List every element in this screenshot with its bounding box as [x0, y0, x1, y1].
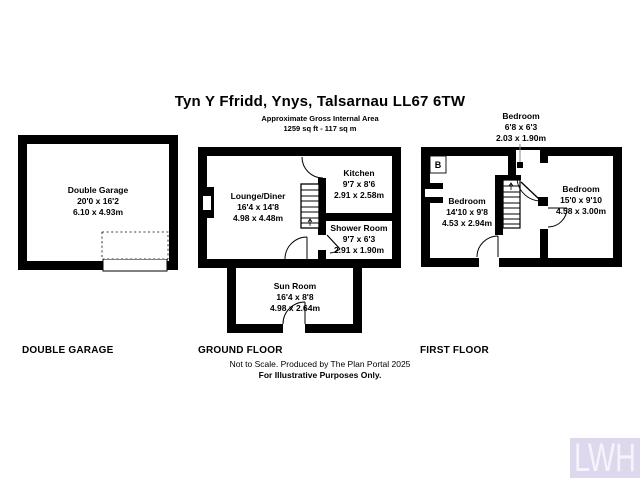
watermark-badge: LWH [570, 438, 640, 478]
room-dim-metric: 4.98 x 2.64m [269, 303, 321, 314]
room-dim-imperial: 20'0 x 16'2 [77, 196, 119, 207]
area-subtitle-line1: Approximate Gross Internal Area [261, 114, 379, 123]
room-dim-metric: 2.03 x 1.90m [495, 133, 547, 144]
room-dim-metric: 2.91 x 1.90m [333, 245, 385, 256]
shower-wall-stub [318, 250, 326, 259]
room-name: Bedroom [448, 196, 486, 206]
room-dim-metric: 4.58 x 3.00m [555, 206, 607, 217]
footer-disclaimer: Not to Scale. Produced by The Plan Porta… [229, 359, 411, 369]
watermark-text: LWH [574, 438, 636, 478]
ground-floor-plan [198, 147, 401, 333]
ground-staircase [300, 183, 320, 229]
right-bedroom-wall-upper [540, 147, 548, 163]
kitchen-door-arc [301, 156, 324, 179]
boiler-label: B [434, 160, 442, 170]
room-label-kitchen: Kitchen 9'7 x 8'6 2.91 x 2.58m [334, 168, 384, 202]
garage-dashed-area [101, 231, 169, 260]
room-dim-metric: 2.91 x 2.58m [333, 190, 385, 201]
area-subtitle-line2: 1259 sq ft - 117 sq m [283, 123, 357, 133]
room-label-sun-room: Sun Room 16'4 x 8'8 4.98 x 2.64m [270, 281, 320, 315]
landing-stub-wall [508, 156, 516, 175]
room-name: Sun Room [273, 281, 317, 291]
room-dim-imperial: 15'0 x 9'10 [560, 195, 602, 206]
room-label-bedroom-right: Bedroom 15'0 x 9'10 4.58 x 3.00m [556, 184, 606, 218]
page-title: Tyn Y Ffridd, Ynys, Talsarnau LL67 6TW [174, 93, 466, 110]
garage-door-opening [102, 258, 168, 272]
left-bedroom-door [476, 235, 499, 267]
room-name: Kitchen [343, 168, 375, 178]
floor-label-double-garage: DOUBLE GARAGE [22, 345, 114, 356]
sunroom-door [282, 301, 306, 333]
stair-top-wall [495, 175, 521, 180]
sunroom-walls [227, 259, 362, 333]
room-dim-metric: 4.98 x 4.48m [232, 213, 284, 224]
bedroom-leader-tick [517, 162, 523, 168]
footer-illustrative-note: For Illustrative Purposes Only. [258, 370, 382, 380]
room-dim-imperial: 9'7 x 6'3 [342, 234, 376, 245]
room-dim-imperial: 16'4 x 8'8 [276, 292, 314, 303]
room-name: Bedroom [502, 111, 540, 121]
stair-arrow [508, 182, 514, 190]
room-dim-metric: 6.10 x 4.93m [72, 207, 124, 218]
stair-arrow [307, 218, 313, 226]
room-label-bedroom-left: Bedroom 14'10 x 9'8 4.53 x 2.94m [442, 196, 492, 230]
room-label-double-garage: Double Garage 20'0 x 16'2 6.10 x 4.93m [68, 185, 128, 219]
room-label-bedroom-small: Bedroom 6'8 x 6'3 2.03 x 1.90m [496, 111, 546, 145]
room-name: Double Garage [67, 185, 129, 195]
room-name: Lounge/Diner [230, 191, 286, 201]
right-bedroom-wall-lower [540, 229, 548, 258]
floor-label-first-floor: FIRST FLOOR [420, 345, 489, 356]
chimney-stub-top [430, 183, 443, 189]
room-label-shower-room: Shower Room 9'7 x 6'3 2.91 x 1.90m [330, 223, 387, 257]
area-subtitle: Approximate Gross Internal Area 1259 sq … [0, 114, 640, 133]
chimney-recess [425, 189, 436, 197]
room-dim-imperial: 9'7 x 8'6 [342, 179, 376, 190]
left-bedroom-wall [495, 175, 503, 235]
first-floor-plan [421, 144, 622, 267]
kitchen-divider-wall [318, 178, 326, 235]
small-bedroom-window [516, 150, 540, 156]
room-dim-imperial: 6'8 x 6'3 [504, 122, 538, 133]
room-label-lounge-diner: Lounge/Diner 16'4 x 14'8 4.98 x 4.48m [231, 191, 286, 225]
garage-plan [18, 135, 178, 272]
room-dim-imperial: 16'4 x 14'8 [237, 202, 279, 213]
room-dim-imperial: 14'10 x 9'8 [446, 207, 488, 218]
room-dim-metric: 4.53 x 2.94m [441, 218, 493, 229]
shower-door [326, 234, 341, 254]
room-name: Shower Room [330, 223, 388, 233]
kitchen-shower-wall [326, 213, 392, 221]
floor-label-ground-floor: GROUND FLOOR [198, 345, 283, 356]
boiler-box [429, 155, 447, 174]
lounge-bay-window [203, 196, 211, 210]
right-bedroom-door [547, 207, 568, 228]
first-staircase [502, 179, 521, 229]
chimney-stub-bottom [430, 197, 443, 203]
small-bedroom-door [516, 176, 548, 206]
room-name: Bedroom [562, 184, 600, 194]
